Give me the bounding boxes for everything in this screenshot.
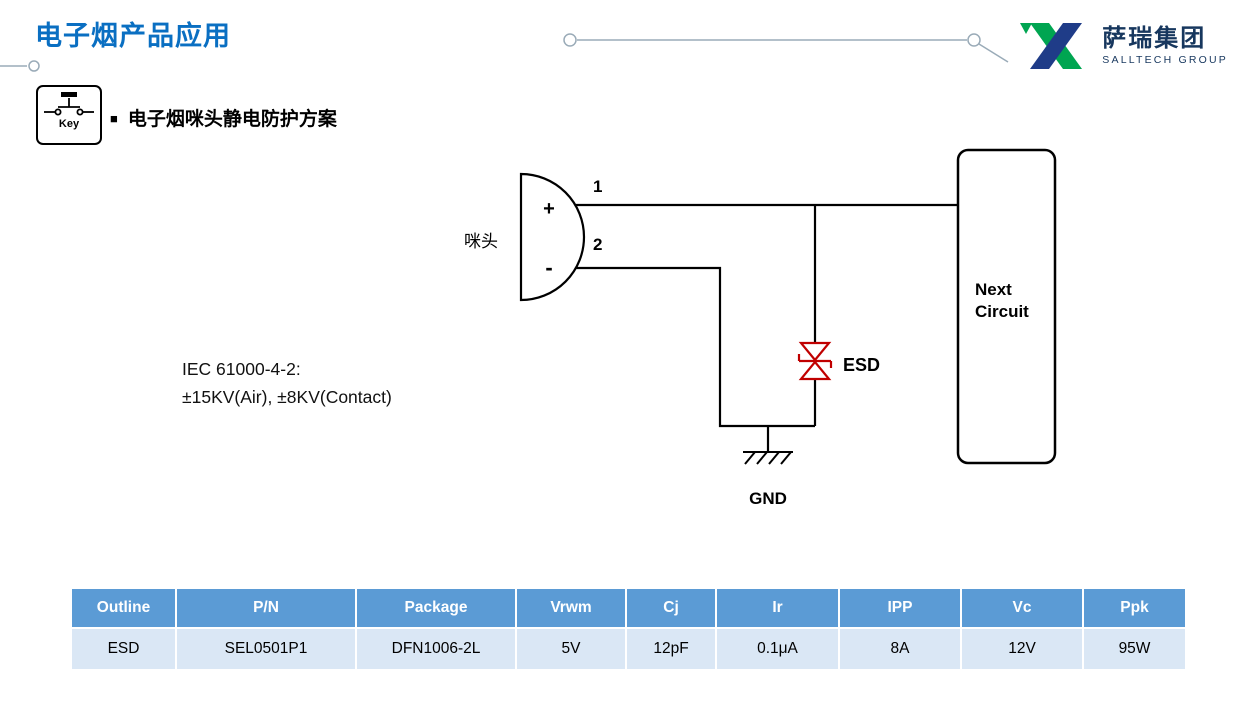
col-header-pn: P/N bbox=[175, 587, 357, 629]
col-header-ipp: IPP bbox=[838, 587, 962, 629]
cell-outline: ESD bbox=[70, 627, 177, 671]
iec-line-2: ±15KV(Air), ±8KV(Contact) bbox=[182, 387, 392, 407]
cell-package: DFN1006-2L bbox=[355, 627, 517, 671]
pin2-label: 2 bbox=[593, 235, 602, 254]
logo-mark-icon bbox=[1020, 23, 1083, 69]
iec-line-1: IEC 61000-4-2: bbox=[182, 359, 301, 379]
cell-ppk: 95W bbox=[1082, 627, 1187, 671]
next-circuit-box bbox=[956, 148, 1057, 465]
col-header-outline: Outline bbox=[70, 587, 177, 629]
logo: 萨瑞集团 SALLTECH GROUP bbox=[1016, 20, 1228, 72]
col-header-vc: Vc bbox=[960, 587, 1084, 629]
heading-text: 电子烟咪头静电防护方案 bbox=[127, 109, 337, 130]
wire-pin2 bbox=[576, 266, 815, 428]
key-icon-box: Key bbox=[36, 85, 102, 145]
key-switch-icon bbox=[44, 92, 94, 116]
col-header-ir: Ir bbox=[715, 587, 840, 629]
col-header-ppk: Ppk bbox=[1082, 587, 1187, 629]
pin1-label: 1 bbox=[593, 177, 602, 196]
mic-label: 咪头 bbox=[464, 232, 498, 251]
table-row: ESD SEL0501P1 DFN1006-2L 5V 12pF 0.1μA 8… bbox=[70, 627, 1187, 671]
gnd-label: GND bbox=[749, 489, 787, 508]
wires bbox=[575, 203, 958, 452]
spec-table: Outline P/N Package Vrwm Cj Ir IPP Vc Pp… bbox=[70, 587, 1187, 671]
key-label: Key bbox=[58, 118, 80, 130]
col-header-package: Package bbox=[355, 587, 517, 629]
mic-plus-label: + bbox=[543, 198, 555, 220]
cell-vrwm: 5V bbox=[515, 627, 627, 671]
cell-cj: 12pF bbox=[625, 627, 717, 671]
esd-diode-icon bbox=[797, 341, 833, 381]
logo-text: 萨瑞集团 SALLTECH GROUP bbox=[1102, 25, 1228, 67]
heading-bullet-icon: ■ bbox=[110, 111, 118, 126]
col-header-vrwm: Vrwm bbox=[515, 587, 627, 629]
esd-label: ESD bbox=[843, 355, 880, 375]
cell-ipp: 8A bbox=[838, 627, 962, 671]
cell-ir: 0.1μA bbox=[715, 627, 840, 671]
next-circuit-label-2: Circuit bbox=[975, 302, 1029, 321]
microphone-symbol bbox=[519, 172, 586, 302]
iec-note: IEC 61000-4-2: ±15KV(Air), ±8KV(Contact) bbox=[182, 355, 392, 411]
next-circuit-label-1: Next bbox=[975, 280, 1012, 299]
logo-name: 萨瑞集团 bbox=[1102, 25, 1207, 52]
table-header-row: Outline P/N Package Vrwm Cj Ir IPP Vc Pp… bbox=[70, 587, 1187, 629]
section-heading: ■ 电子烟咪头静电防护方案 bbox=[110, 104, 337, 131]
cell-vc: 12V bbox=[960, 627, 1084, 671]
col-header-cj: Cj bbox=[625, 587, 717, 629]
cell-pn: SEL0501P1 bbox=[175, 627, 357, 671]
page-title: 电子烟产品应用 bbox=[35, 21, 231, 51]
ground-icon bbox=[743, 451, 793, 465]
mic-minus-label: - bbox=[545, 255, 552, 280]
logo-subtitle: SALLTECH GROUP bbox=[1102, 54, 1228, 66]
